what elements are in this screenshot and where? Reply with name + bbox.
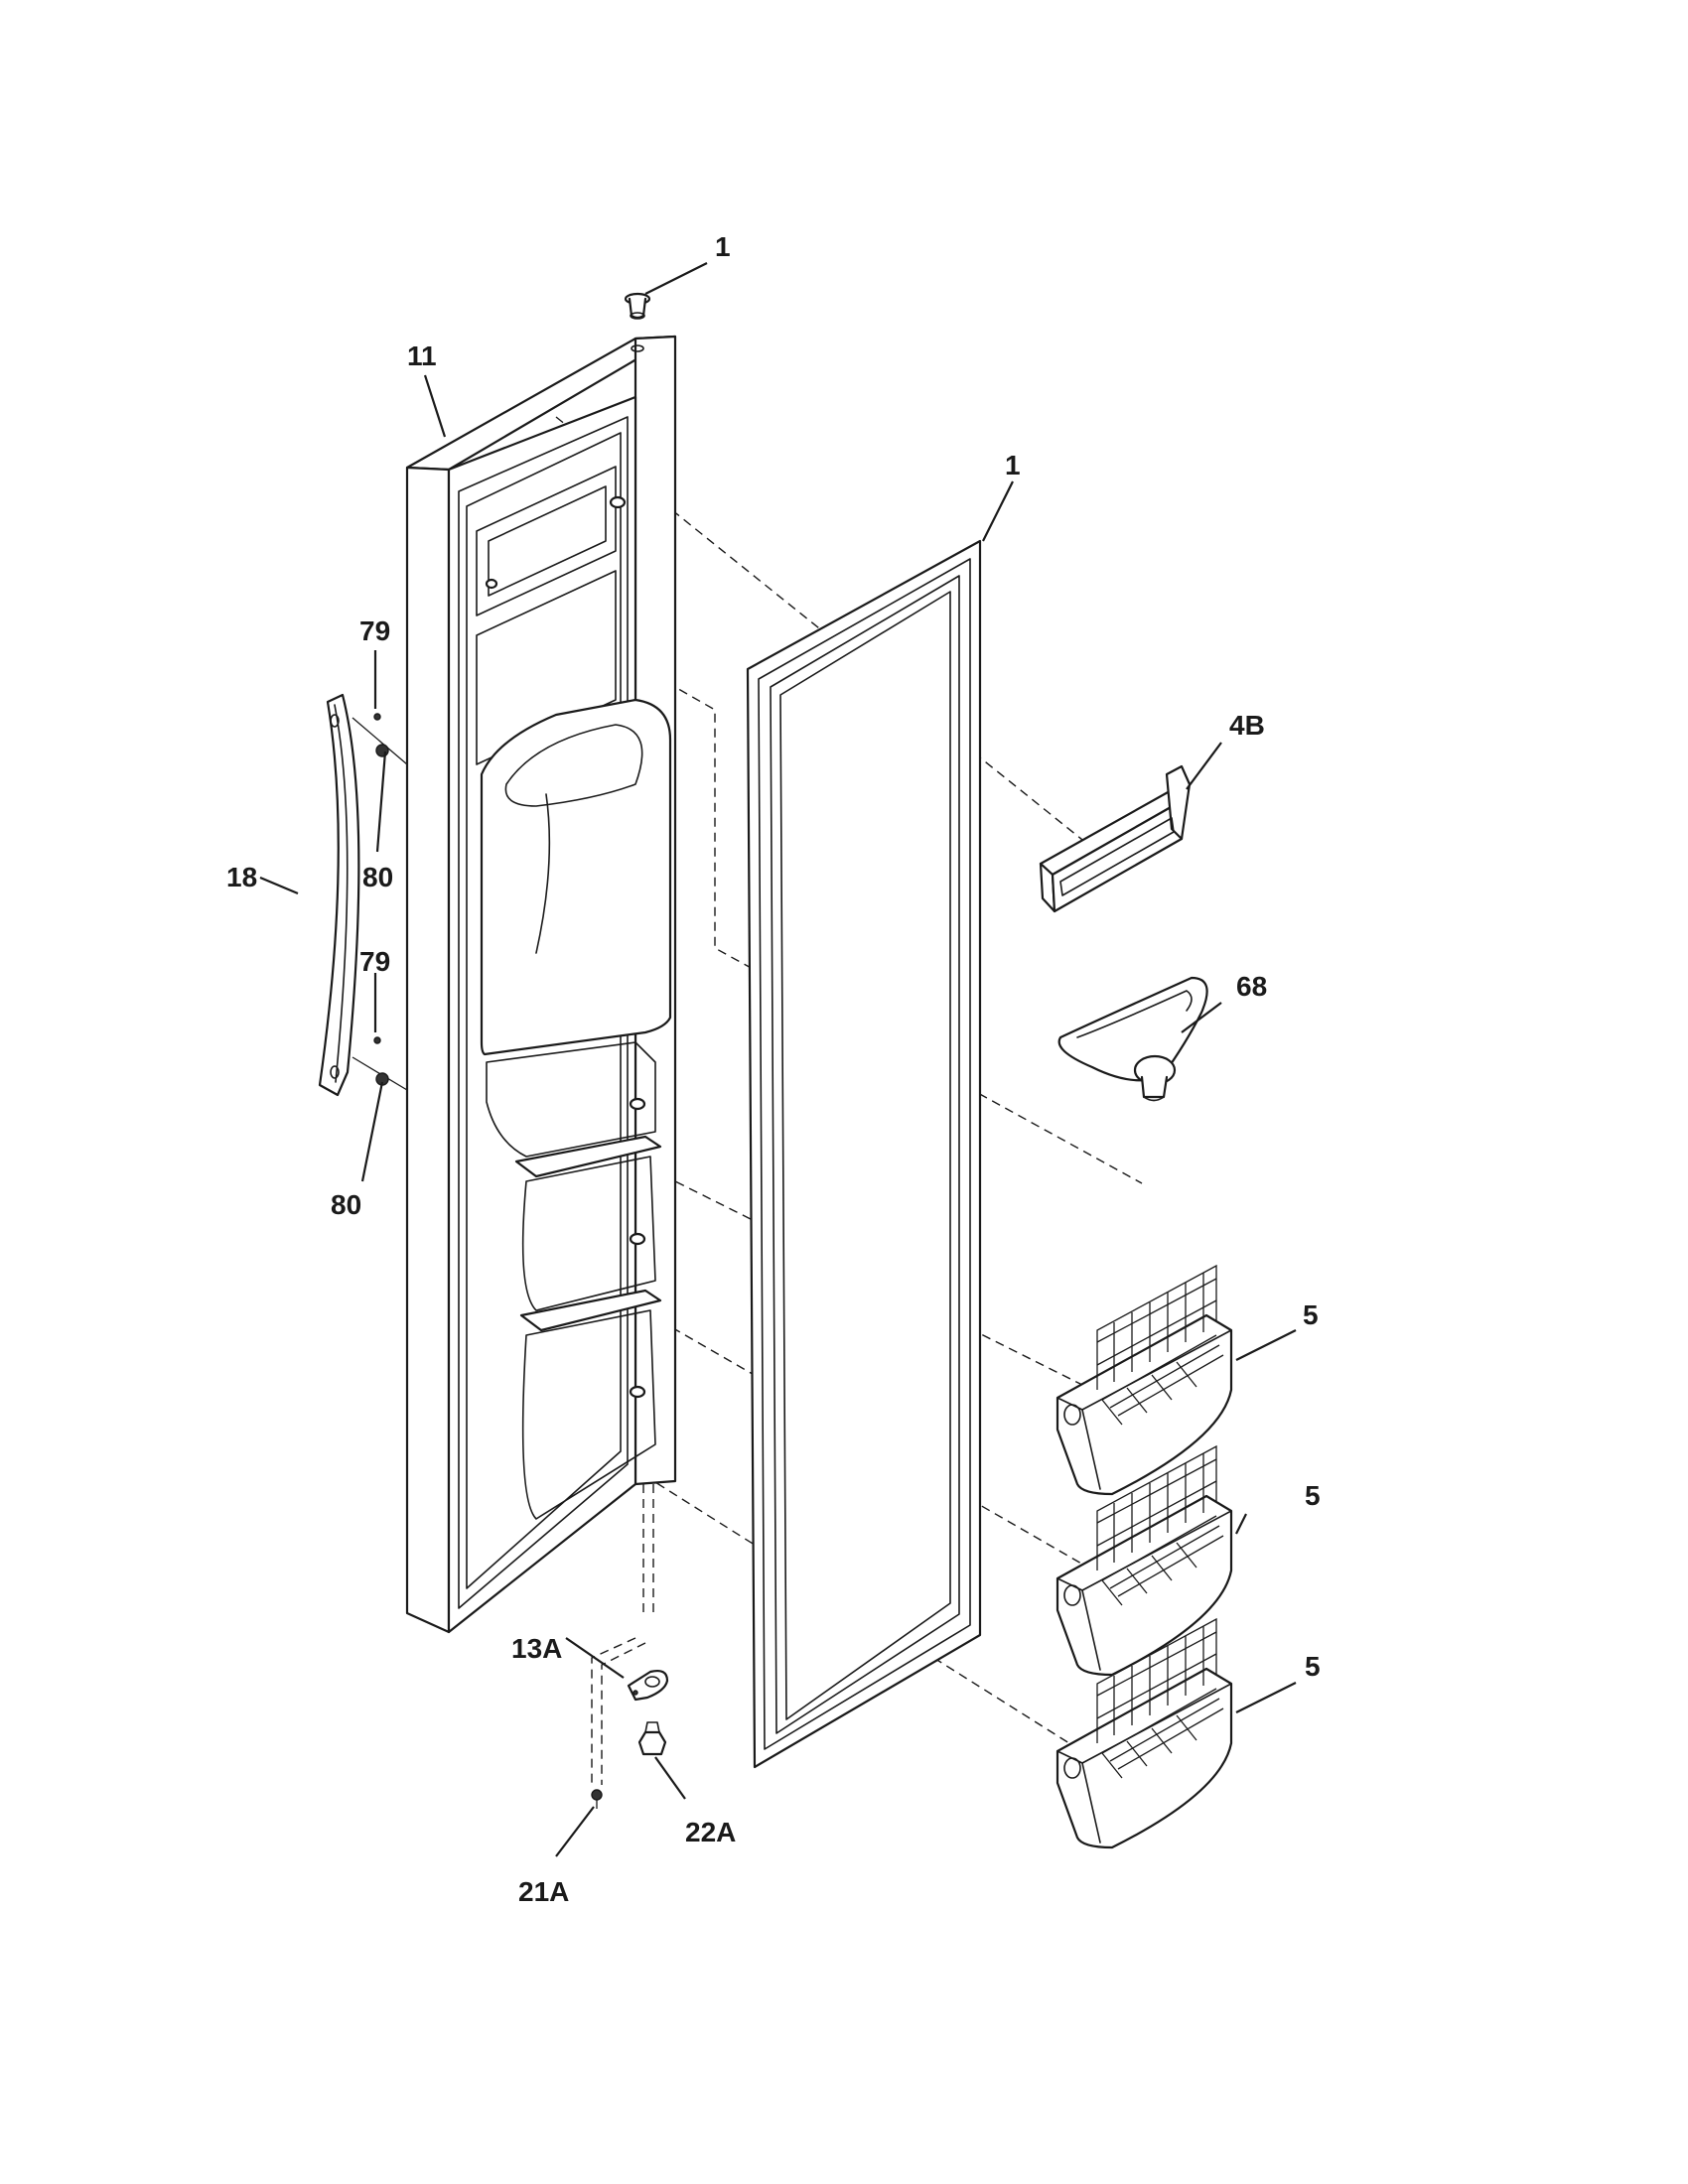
hinge-bushing-bottom[interactable] [637, 1721, 667, 1756]
shelf-bin-1[interactable] [1055, 1264, 1233, 1496]
callout-79-upper: 79 [359, 615, 390, 646]
callout-13a: 13A [511, 1633, 562, 1664]
callout-80-upper: 80 [362, 862, 393, 892]
callout-79-lower: 79 [359, 946, 390, 977]
callout-leaders [259, 262, 1297, 1857]
hinge-bracket-bottom[interactable] [627, 1669, 669, 1702]
callout-68: 68 [1236, 971, 1267, 1002]
callout-5-middle: 5 [1305, 1480, 1321, 1511]
door-liner[interactable] [405, 335, 677, 1634]
callout-4b: 4B [1229, 710, 1265, 741]
callout-5-top: 5 [1303, 1299, 1319, 1330]
door-gasket[interactable] [746, 539, 982, 1769]
screw-upper-icon[interactable] [373, 713, 381, 721]
callout-22a: 22A [685, 1817, 736, 1847]
screw-lower-icon[interactable] [373, 1036, 381, 1044]
door-bin-top[interactable] [1039, 764, 1192, 913]
washer-upper-icon[interactable] [375, 744, 389, 757]
shelf-bin-2[interactable] [1055, 1444, 1233, 1677]
callout-22c: 1 [715, 231, 731, 262]
callout-18: 18 [226, 862, 257, 892]
hinge-screw-bottom[interactable] [591, 1789, 603, 1809]
shelf-bin-3[interactable] [1055, 1617, 1233, 1849]
callout-21a: 21A [518, 1876, 569, 1907]
handle-hardware[interactable] [352, 713, 408, 1091]
hinge-cap-top[interactable] [624, 292, 651, 352]
door-handle[interactable] [318, 693, 360, 1097]
callout-labels: 1 11 1 4B 68 5 5 5 18 79 80 79 80 13A 22… [226, 231, 1321, 1907]
callout-5-bottom: 5 [1305, 1651, 1321, 1682]
liner-pegs [485, 495, 646, 1399]
dispenser-funnel[interactable] [1057, 976, 1208, 1102]
callout-80-lower: 80 [331, 1189, 361, 1220]
callout-1: 1 [1005, 450, 1021, 480]
callout-11: 11 [407, 341, 437, 371]
